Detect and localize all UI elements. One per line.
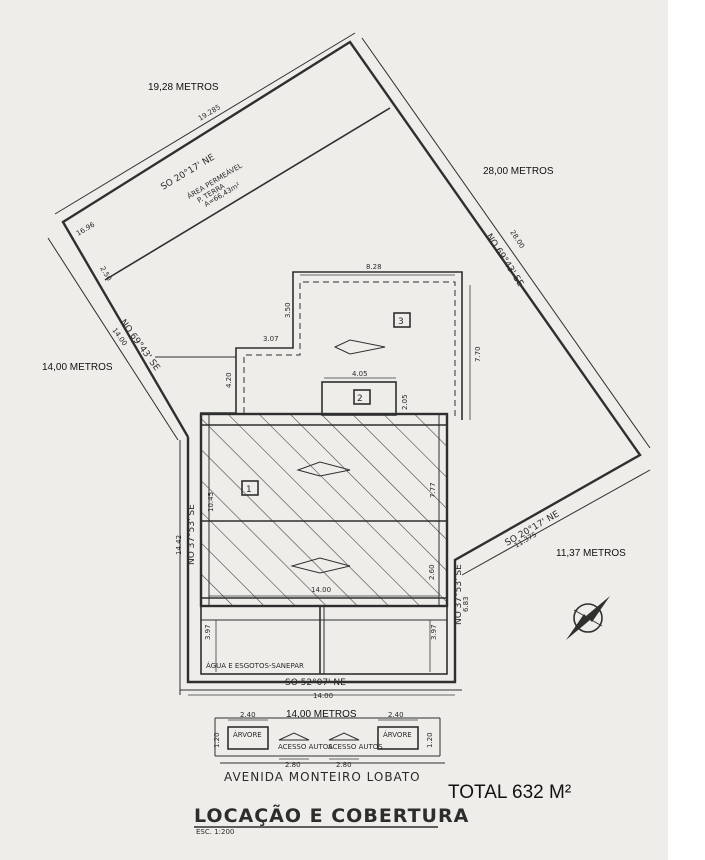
dim-right: 28.00 [508,229,526,250]
dim-280-a: 2.80 [285,761,301,769]
dim-1696: 16.96 [75,220,97,237]
tree-left-box [227,726,269,750]
dim-280-b: 2.80 [336,761,352,769]
dim-120-right: 1.20 [426,732,434,748]
dim-205: 2.05 [401,394,409,410]
dim-405: 4.05 [352,370,368,378]
access-1: ACESSO AUTOS [278,743,333,751]
room-1-box [241,480,259,496]
street-name: AVENIDA MONTEIRO LOBATO [224,770,421,784]
dim-350: 3.50 [284,302,292,318]
label-right-top: 28,00 METROS [483,166,554,177]
dim-240-right: 2.40 [388,711,404,719]
bearing-bottom: SO 52°07' NE [285,678,346,688]
bearing-right-lower: NO 37°53' SE [454,564,464,625]
dim-683: 6.83 [462,596,470,612]
dim-770: 7.70 [474,346,482,362]
building-1 [199,412,449,608]
front-area [188,605,455,696]
label-right-mid: 11,37 METROS [556,548,626,559]
dim-bottom: 14.00 [313,692,333,700]
tree-right-label: ÁRVORE [383,730,412,739]
permeable-boundary [104,107,391,281]
room-2: 2 [357,394,363,404]
page-margin [668,0,705,860]
room-3: 3 [398,317,404,327]
label-left-mid: 14,00 METROS [42,362,113,373]
dim-top: 19.285 [197,103,222,122]
dim-260: 2.60 [428,564,436,580]
bearing-left-lower: NO 37°53' SE [187,504,197,565]
dim-240-left: 2.40 [240,711,256,719]
room-2-box [353,389,371,405]
north-arrow-icon [566,596,610,640]
dim-397-right: 3.97 [430,624,438,640]
access-2: ACESSO AUTOS [328,743,383,751]
label-left-top: 19,28 METROS [148,82,219,93]
room-3-box [393,312,411,328]
tree-left-label: ÁRVORE [233,730,262,739]
tree-right-box [377,726,419,750]
dim-1400-inner: 14.00 [311,586,331,594]
drawing-title: LOCAÇÃO E COBERTURA [194,803,469,827]
utility-label: ÁGUA E ESGOTOS-SANEPAR [206,661,304,670]
dim-420: 4.20 [225,372,233,388]
dim-250: 2.50 [98,265,113,283]
dim-828: 8.28 [366,263,382,271]
building-3 [200,271,471,420]
room-1: 1 [246,485,252,495]
dim-1045: 10.45 [207,492,215,512]
label-bottom-mid: 14,00 METROS [286,709,357,720]
dim-307: 3.07 [263,335,279,343]
drawing-scale: ESC. 1:200 [196,828,234,836]
dim-1442: 14.42 [175,535,183,555]
dim-777: 7.77 [429,482,437,498]
sidewalk [214,717,445,764]
dim-120-left: 1.20 [213,732,221,748]
lot-boundary [47,32,651,695]
dim-397-left: 3.97 [204,624,212,640]
total-area: TOTAL 632 M² [448,782,571,803]
